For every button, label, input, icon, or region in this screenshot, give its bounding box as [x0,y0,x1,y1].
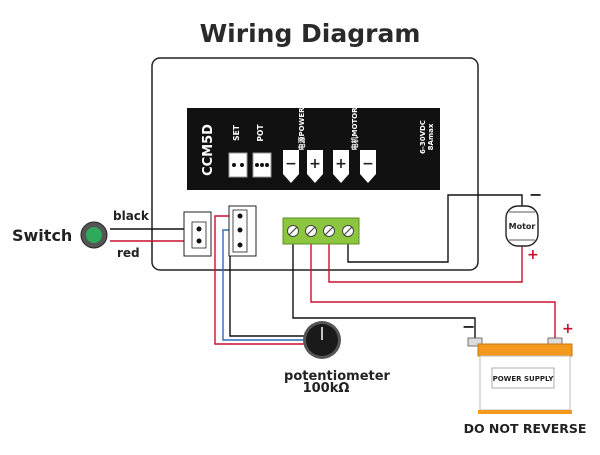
power-port-cn: 电源 [297,136,306,150]
motor-label: Motor [509,222,536,231]
spec-current-label: 8Amax [427,123,435,150]
spec-voltage-label: 6-30VDC [419,120,427,154]
motor-positive-wire [328,231,523,283]
terminal-sign-1: − [285,156,297,172]
diagram-title: Wiring Diagram [200,19,421,48]
terminal-arrow-4-icon: − [360,150,376,183]
motor-negative-wire [347,194,523,263]
motor-plus-sign: + [527,247,539,263]
switch-label: Switch [12,226,72,245]
power-supply-label: POWER SUPPLY [493,375,555,383]
red-wire-label: red [117,246,140,260]
motor-port-cn: 电机 [350,137,359,151]
set-connector-icon [228,152,248,178]
pot-connector-icon [252,152,272,178]
terminal-arrow-2-icon: + [307,150,323,183]
switch-port-en-label: SET [232,124,241,141]
power-port-label: 电源POWER [297,107,306,151]
power-negative-wire [292,231,476,340]
battery-plus-sign: + [562,321,574,337]
potentiometer-knob-icon [303,321,341,359]
potentiometer-value: 100kΩ [303,381,350,396]
pot-port-en-label: POT [256,124,265,142]
do-not-reverse-warning: DO NOT REVERSE [464,421,587,436]
motor-minus-sign: − [529,185,542,204]
battery-minus-sign: − [462,317,475,336]
motor-icon [505,205,539,247]
green-terminal-block [282,217,360,245]
terminal-arrow-1-icon: − [283,150,299,183]
motor-port-en: MOTOR [351,107,359,137]
terminal-sign-4: − [362,156,374,172]
potentiometer-label: potentiometer [284,369,391,384]
switch-connector-block [183,211,212,257]
terminal-sign-3: + [335,156,347,172]
black-wire-label: black [113,209,150,223]
motor-port-label: 电机MOTOR [350,107,359,151]
terminal-arrow-3-icon: + [333,150,349,183]
power-positive-wire [310,231,556,340]
battery-icon [467,337,573,414]
switch-button-icon [80,221,108,249]
pot-red-wire [214,215,310,345]
model-label: CCM5D [201,124,216,176]
terminal-sign-2: + [309,156,321,172]
pot-connector-block [228,205,257,257]
power-port-en: POWER [298,107,306,137]
